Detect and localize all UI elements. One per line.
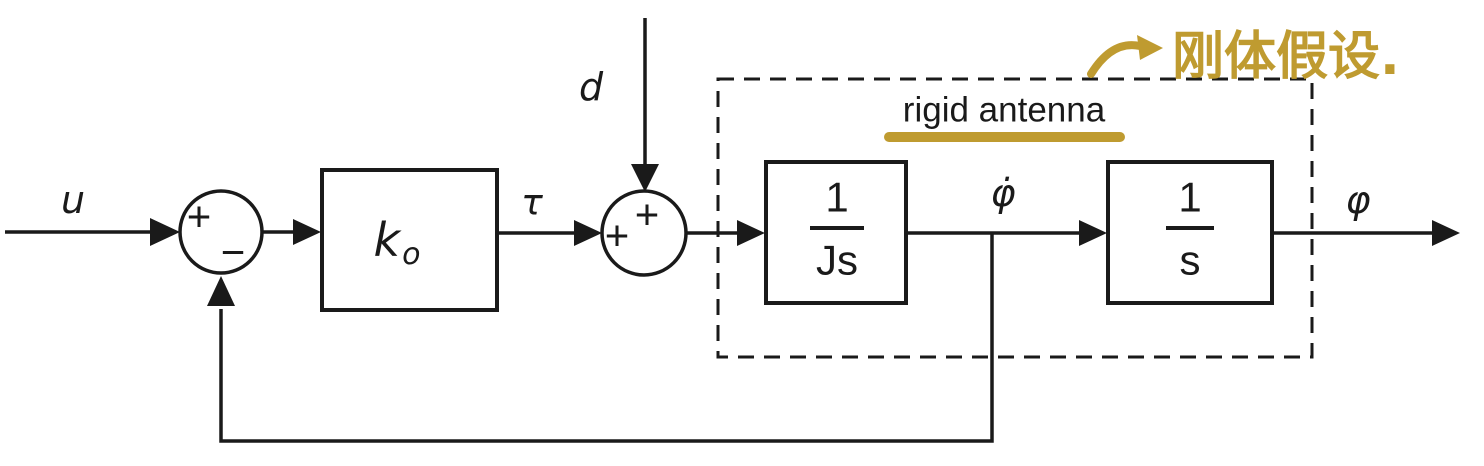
feedback-line: [219, 233, 994, 443]
gain-to-sum2-arrowhead: [574, 220, 602, 246]
integrator-numerator: 1: [1178, 174, 1201, 221]
sum-junction-1: + −: [178, 189, 264, 276]
signal-lines: [5, 18, 1434, 443]
inertia-block: 1 Js: [764, 160, 908, 305]
gain-block-label: ko: [374, 213, 421, 272]
sum1-minus-sign: −: [221, 229, 246, 276]
sum2-top-plus-sign: +: [635, 191, 660, 238]
inertia-numerator: 1: [825, 174, 848, 221]
sum2-to-inertia-arrowhead: [737, 220, 765, 246]
annotation-arrowhead-icon: [1137, 35, 1163, 60]
input-signal-label: u: [61, 178, 85, 222]
disturbance-signal-label: d: [579, 65, 604, 109]
plant-dashed-box: [716, 77, 1314, 359]
sum2-left-plus-sign: +: [605, 212, 630, 259]
sum1-circle: [178, 189, 264, 275]
integrator-denominator: s: [1180, 237, 1201, 284]
gain-block: ko: [320, 168, 499, 312]
inertia-to-integrator-arrowhead: [1079, 220, 1107, 246]
sum1-plus-sign: +: [187, 193, 212, 240]
plant-label: rigid antenna: [903, 91, 1106, 130]
angular-rate-signal-label: φ̇: [990, 171, 1015, 215]
plant-group: rigid antenna: [716, 77, 1314, 359]
integrator-block: 1 s: [1106, 160, 1274, 305]
sum1-to-gain-arrowhead: [293, 219, 321, 245]
disturbance-arrowhead: [631, 164, 659, 192]
input-arrowhead: [150, 218, 180, 246]
inertia-denominator: Js: [816, 237, 858, 284]
annotation-text: 刚体假设.: [1172, 27, 1400, 87]
output-arrowhead: [1432, 220, 1460, 246]
sum-junction-2: + +: [600, 189, 688, 277]
gain-block-rect: [320, 168, 499, 312]
handwritten-annotation: 刚体假设.: [1087, 27, 1400, 87]
sum2-circle: [600, 189, 688, 277]
arrowheads: [150, 164, 1460, 306]
feedback-arrowhead: [207, 276, 235, 306]
integrator-block-rect: [1106, 160, 1274, 305]
output-signal-label: φ: [1345, 178, 1370, 222]
inertia-block-rect: [764, 160, 908, 305]
annotation-curved-arrow-icon: [1087, 41, 1144, 78]
torque-signal-label: τ: [521, 183, 543, 224]
